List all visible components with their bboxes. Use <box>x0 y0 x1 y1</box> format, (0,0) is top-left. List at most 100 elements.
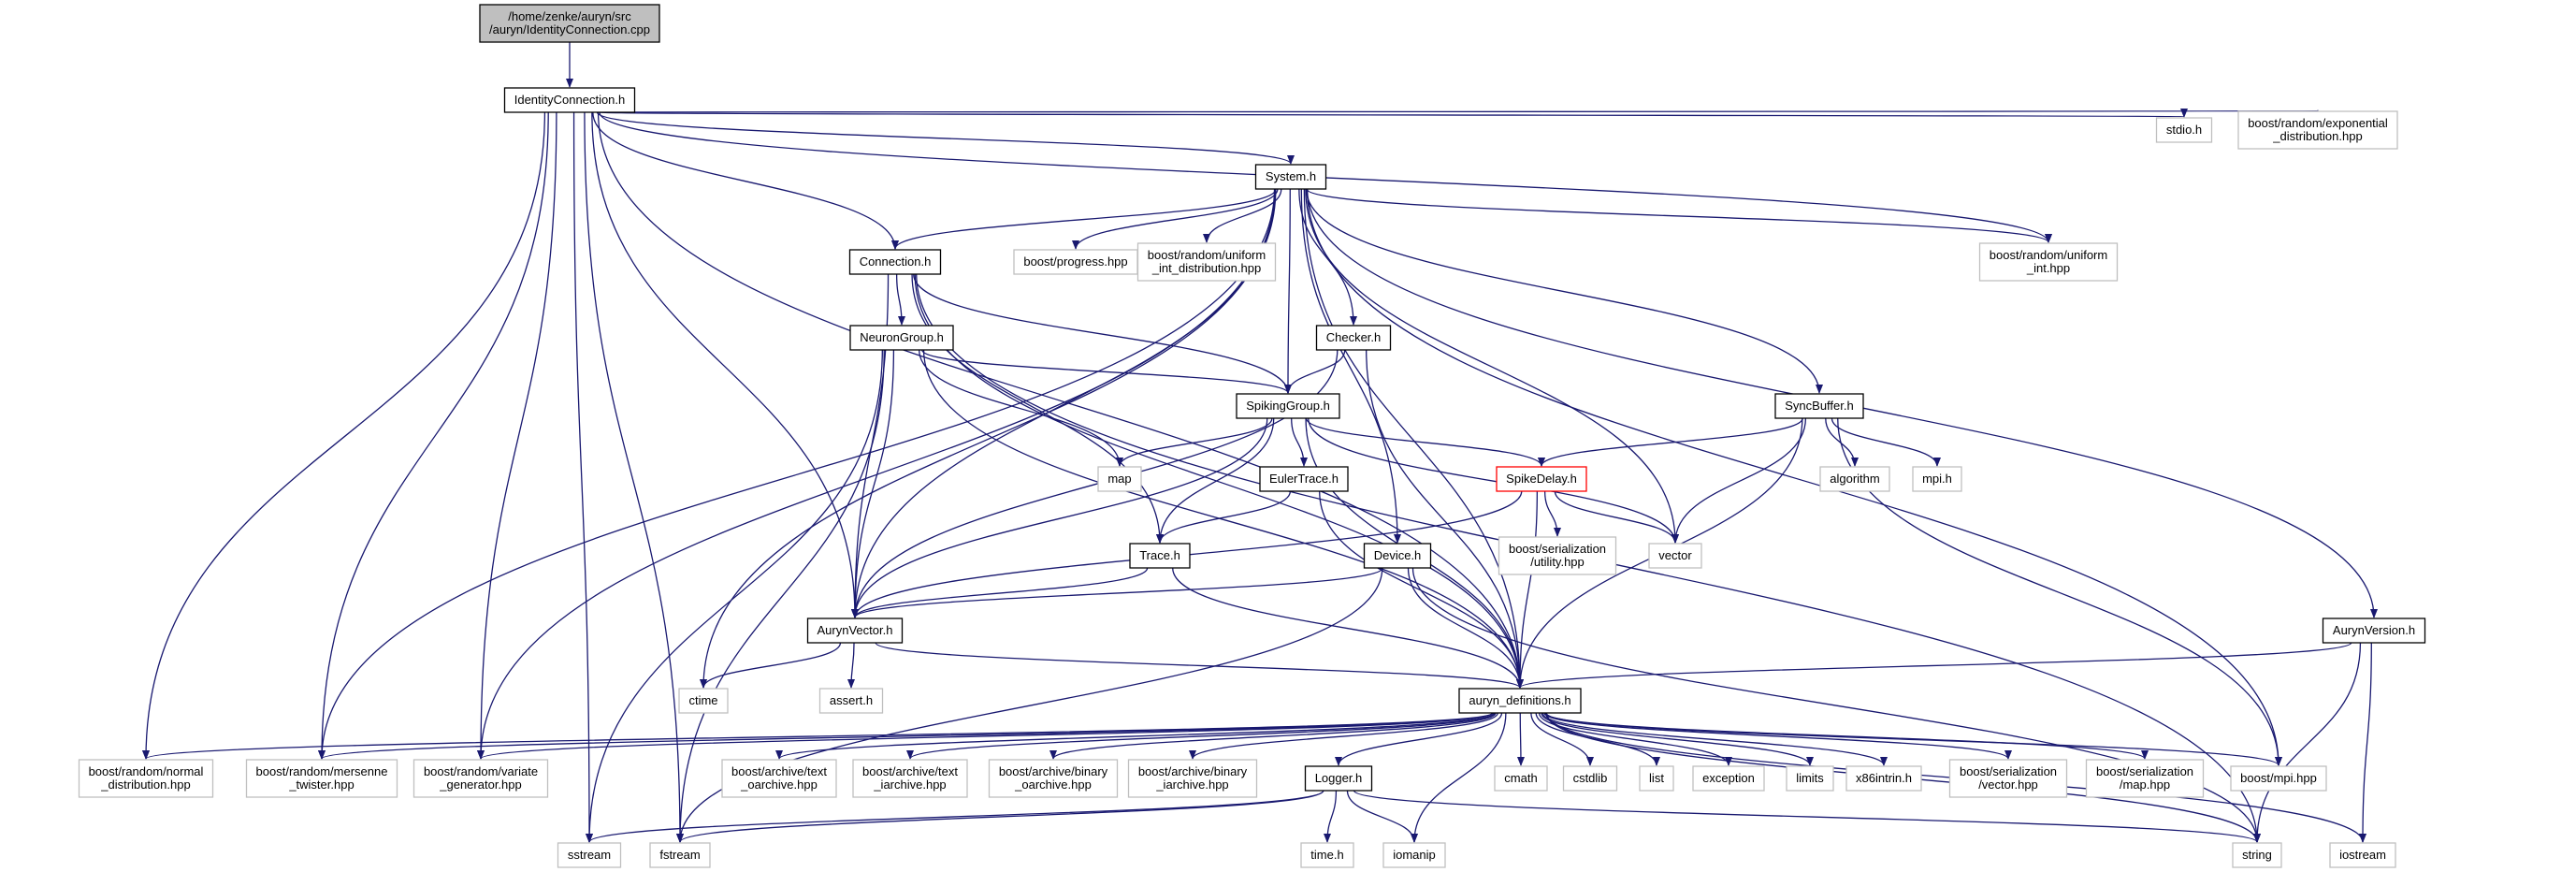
edge-spikedelay-to-auryndefinitions <box>1516 490 1539 689</box>
node-label: SpikingGroup.h <box>1246 399 1330 413</box>
node-list: list <box>1639 765 1674 792</box>
node-box <box>1129 543 1191 569</box>
node-box <box>1097 466 1142 492</box>
node-box <box>412 759 549 798</box>
node-label: list <box>1649 771 1664 785</box>
node-box <box>1363 543 1432 569</box>
edge-system-to-device <box>1300 188 1401 544</box>
edge-auryndefinitions-to-boostservector <box>1543 712 2012 760</box>
node-label: Connection.h <box>860 254 932 269</box>
node-label: /home/zenke/auryn/src <box>508 9 631 23</box>
edges <box>142 41 2378 843</box>
node-identityconnection[interactable]: IdentityConnection.h <box>503 87 636 113</box>
node-vector: vector <box>1648 543 1702 569</box>
node-boostvg: boost/random/variate_generator.hpp <box>412 759 549 798</box>
edge-checker-to-auryndefinitions <box>1366 349 1524 689</box>
node-boostmpi: boost/mpi.hpp <box>2230 765 2327 792</box>
node-auryndefinitions[interactable]: auryn_definitions.h <box>1458 688 1582 714</box>
node-label: /auryn/IdentityConnection.cpp <box>489 22 650 36</box>
node-box <box>848 249 942 275</box>
node-root[interactable]: /home/zenke/auryn/src/auryn/IdentityConn… <box>479 4 660 43</box>
node-label: x86intrin.h <box>1856 771 1912 785</box>
edge-auryndefinitions-to-boostbinia <box>1189 712 1498 760</box>
edge-spikinggroup-to-eulertrace <box>1291 417 1308 467</box>
edge-identityconnection-to-fstream <box>584 111 684 843</box>
node-box <box>1136 242 1277 282</box>
node-boostservector: boost/serialization/vector.hpp <box>1948 759 2068 798</box>
node-label: boost/random/normal <box>89 764 204 778</box>
edge-identityconnection-to-auryndefinitions <box>597 111 1524 689</box>
node-box <box>852 759 968 798</box>
edge-spikinggroup-to-trace <box>1156 417 1275 544</box>
edge-system-to-ctime <box>700 188 1276 689</box>
node-spikinggroup[interactable]: SpikingGroup.h <box>1236 393 1340 419</box>
node-boostexp: boost/random/exponential_distribution.hp… <box>2237 110 2398 150</box>
edge-system-to-connection <box>891 188 1277 250</box>
node-box <box>1458 688 1582 714</box>
edge-system-to-boostmpi <box>1306 188 2282 766</box>
node-spikedelay[interactable]: SpikeDelay.h <box>1496 466 1587 492</box>
node-label: cstdlib <box>1573 771 1608 785</box>
node-checker[interactable]: Checker.h <box>1315 325 1392 351</box>
edge-system-to-vector <box>1305 188 1679 544</box>
node-label: fstream <box>659 848 700 862</box>
node-label: SyncBuffer.h <box>1785 399 1853 413</box>
edge-auryndefinitions-to-boostmpi <box>1545 712 2282 766</box>
node-boostnormal: boost/random/normal_distribution.hpp <box>78 759 214 798</box>
node-box <box>1315 325 1392 351</box>
edge-trace-to-aurynvector <box>851 567 1149 618</box>
node-sstream: sstream <box>557 842 622 868</box>
node-box <box>818 688 884 714</box>
node-connection[interactable]: Connection.h <box>848 249 942 275</box>
edge-aurynvector-to-auryndefinitions <box>875 642 1524 689</box>
edge-aurynvector-to-ctime <box>700 642 842 689</box>
node-label: algorithm <box>1830 472 1879 486</box>
node-trace[interactable]: Trace.h <box>1129 543 1191 569</box>
edge-auryndefinitions-to-cmath <box>1516 712 1525 766</box>
node-label: boost/random/uniform <box>1990 248 2107 262</box>
node-label: exception <box>1702 771 1755 785</box>
edge-system-to-auryndefinitions <box>1303 188 1524 689</box>
node-limits: limits <box>1786 765 1834 792</box>
node-label: Device.h <box>1374 548 1422 562</box>
node-box <box>1639 765 1674 792</box>
node-box <box>2230 765 2327 792</box>
node-syncbuffer[interactable]: SyncBuffer.h <box>1774 393 1864 419</box>
node-neurongroup[interactable]: NeuronGroup.h <box>849 325 954 351</box>
node-box <box>806 618 904 644</box>
edge-spikinggroup-to-vector <box>1308 417 1679 544</box>
node-label: _generator.hpp <box>439 778 521 792</box>
node-box <box>849 325 954 351</box>
node-aurynversion[interactable]: AurynVersion.h <box>2322 618 2426 644</box>
edge-identityconnection-to-system <box>596 111 1295 165</box>
edge-auryndefinitions-to-boostnormal <box>142 712 1493 760</box>
node-label: boost/serialization <box>1509 542 1606 556</box>
node-box <box>1300 842 1354 868</box>
node-box <box>245 759 398 798</box>
node-box <box>1948 759 2068 798</box>
node-boostserutil: boost/serialization/utility.hpp <box>1498 536 1617 575</box>
edge-auryndefinitions-to-boostvg <box>477 712 1494 760</box>
node-eulertrace[interactable]: EulerTrace.h <box>1259 466 1349 492</box>
edge-neurongroup-to-auryndefinitions <box>922 349 1524 689</box>
node-cmath: cmath <box>1494 765 1548 792</box>
node-label: boost/random/mersenne <box>256 764 388 778</box>
node-label: boost/serialization <box>2096 764 2193 778</box>
node-label: cmath <box>1504 771 1537 785</box>
edge-spikinggroup-to-spikedelay <box>1305 417 1545 467</box>
node-system[interactable]: System.h <box>1254 164 1327 190</box>
node-device[interactable]: Device.h <box>1363 543 1432 569</box>
edge-device-to-fstream <box>676 567 1383 843</box>
edge-neurongroup-to-aurynvector <box>851 349 895 618</box>
node-label: EulerTrace.h <box>1269 472 1339 486</box>
node-mpih: mpi.h <box>1912 466 1962 492</box>
node-logger[interactable]: Logger.h <box>1304 765 1373 792</box>
node-label: boost/archive/binary <box>1138 764 1248 778</box>
node-box <box>1912 466 1962 492</box>
node-boosttextoa: boost/archive/text_oarchive.hpp <box>721 759 837 798</box>
node-x86intrin: x86intrin.h <box>1845 765 1922 792</box>
node-box <box>2237 110 2398 150</box>
node-aurynvector[interactable]: AurynVector.h <box>806 618 904 644</box>
edge-connection-to-neurongroup <box>895 273 905 326</box>
node-box <box>2085 759 2205 798</box>
